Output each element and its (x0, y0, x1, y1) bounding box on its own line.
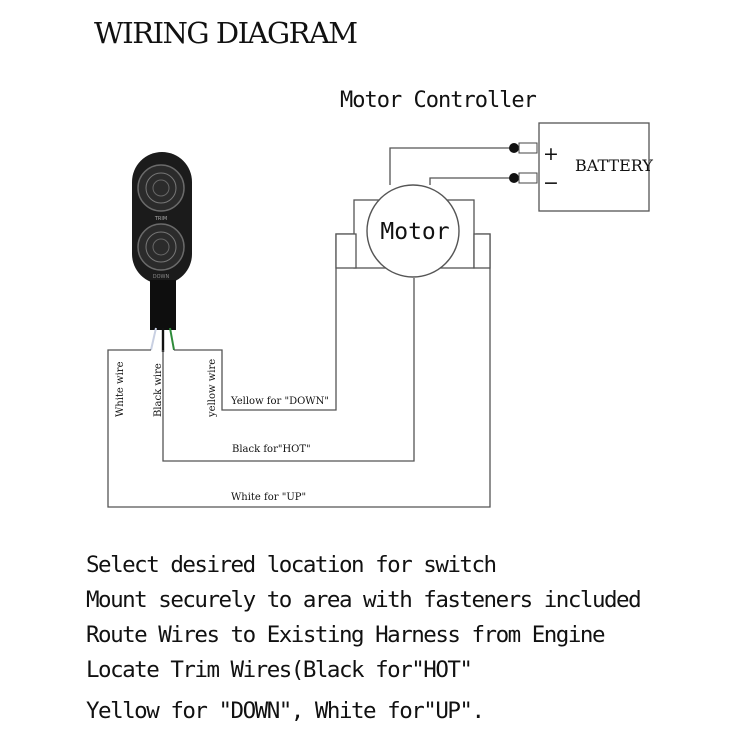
motor-circle (366, 184, 460, 278)
yellow-wire-label: yellow wire (207, 359, 218, 418)
switch-top-button (137, 164, 185, 212)
instruction-line: Mount securely to area with fasteners in… (86, 587, 642, 613)
switch-top-text: TRIM (154, 216, 167, 222)
yellow-for-down-label: Yellow for "DOWN" (230, 396, 329, 407)
white-lead (150, 327, 157, 351)
battery-positive-wire (389, 147, 514, 185)
switch-cable (150, 280, 176, 330)
switch-bottom-button-ring-inner (152, 238, 170, 256)
yellow-wire-line (174, 233, 356, 411)
instruction-line: Route Wires to Existing Harness from Eng… (86, 622, 605, 648)
battery-positive-connector (509, 143, 519, 153)
instruction-line: Select desired location for switch (86, 552, 497, 578)
switch-bottom-button-ring (145, 231, 177, 263)
battery-label: BATTERY (575, 156, 653, 175)
battery-negative-connector (509, 173, 519, 183)
battery-minus-sign: − (543, 172, 559, 194)
instruction-line: Yellow for "DOWN", White for"UP". (86, 698, 485, 724)
battery-negative-post (518, 172, 538, 184)
switch-bottom-button (137, 223, 185, 271)
switch-top-button-ring (145, 172, 177, 204)
white-wire-label: White wire (115, 361, 126, 417)
motor-terminal-left (335, 233, 357, 269)
black-for-hot-label: Black for"HOT" (232, 444, 311, 455)
black-wire-label: Black wire (153, 363, 164, 417)
motor-controller-label: Motor Controller (340, 88, 537, 113)
battery-positive-post (518, 142, 538, 154)
battery: + − BATTERY (509, 122, 653, 212)
motor-assembly: Motor (335, 184, 491, 278)
instruction-line: Locate Trim Wires(Black for"HOT" (86, 657, 473, 683)
green-lead (169, 327, 175, 351)
motor-label: Motor (380, 219, 449, 245)
rocker-switch: TRIM DOWN (132, 152, 192, 352)
battery-plus-sign: + (543, 143, 559, 165)
diagram-title: WIRING DIAGRAM (94, 16, 358, 50)
switch-bottom-text: DOWN (153, 274, 170, 280)
switch-top-button-ring-inner (152, 179, 170, 197)
battery-negative-wire (429, 177, 514, 185)
battery-box (538, 122, 650, 212)
instructions-list: Select desired location for switch Mount… (86, 548, 642, 729)
motor-terminal-right (473, 233, 491, 269)
black-wire-line (162, 278, 415, 462)
white-for-up-label: White for "UP" (231, 492, 306, 503)
